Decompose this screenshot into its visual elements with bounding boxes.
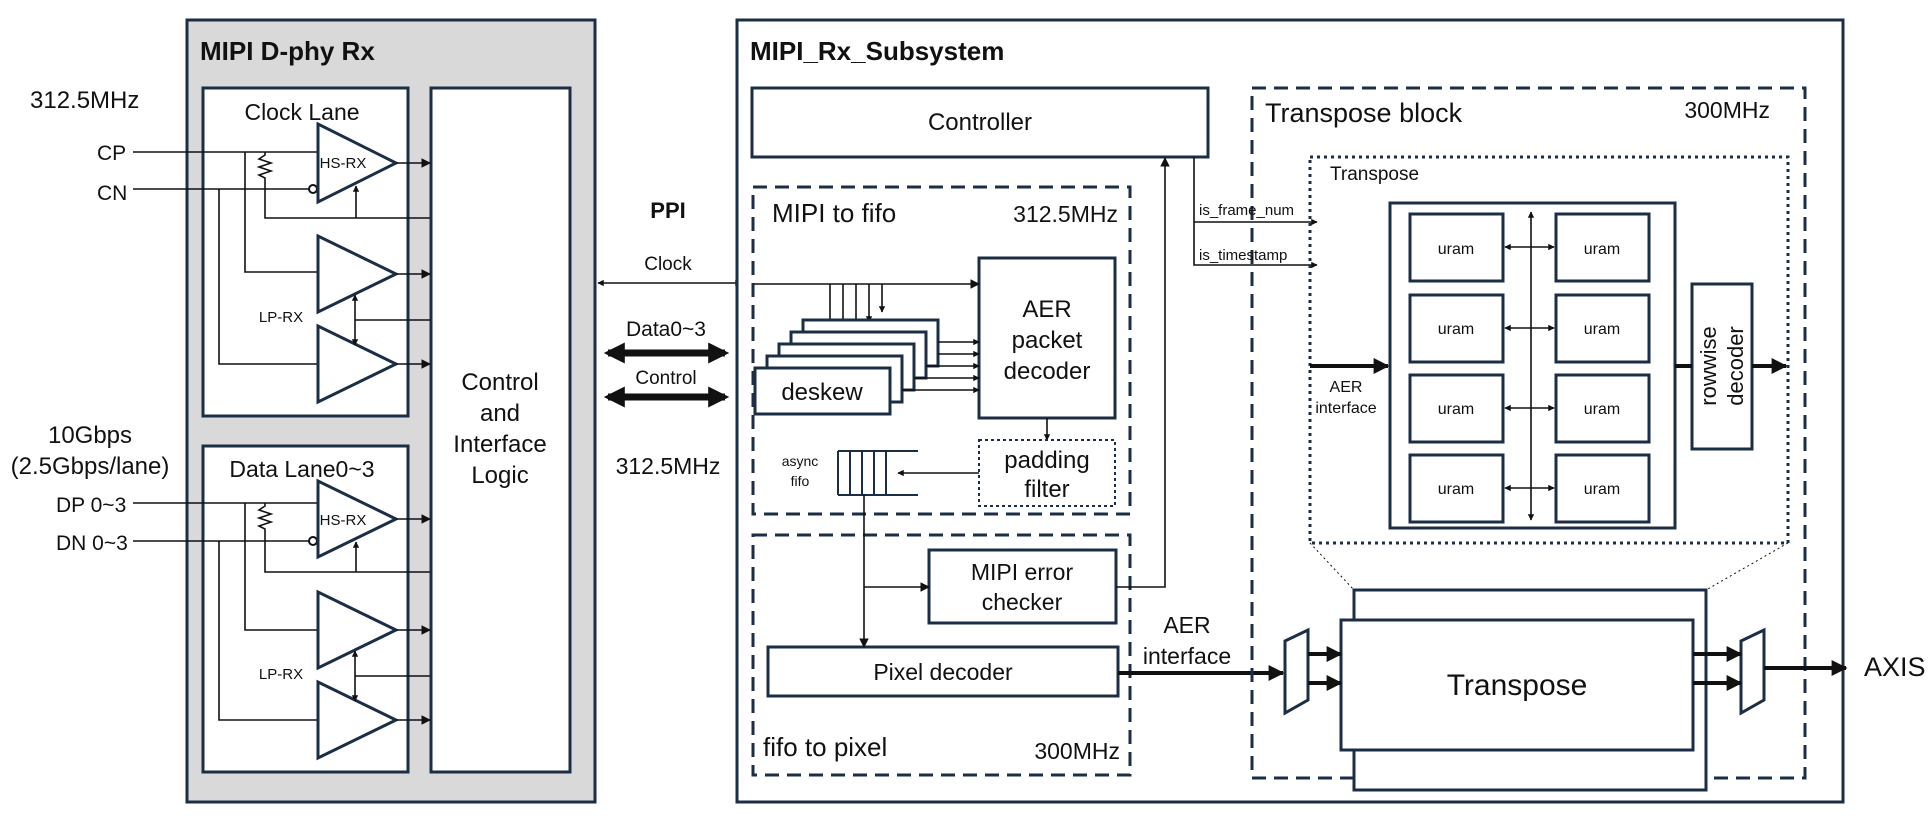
cn-label: CN	[97, 182, 127, 205]
data-lane-label: Data Lane0~3	[229, 456, 374, 482]
dphy-rx-panel: MIPI D-phy Rx Clock Lane Data Lane0~3 Co…	[185, 18, 597, 804]
async-fifo-label-2: fifo	[791, 473, 810, 489]
data-hs-rx-label: HS-RX	[320, 512, 367, 529]
uram-label: uram	[1438, 321, 1474, 338]
data-lp-rx-label: LP-RX	[259, 666, 303, 683]
uram-label: uram	[1584, 481, 1620, 498]
data-rate-label: 10Gbps	[48, 422, 132, 449]
data-lane-circuit: HS-RX LP-RX	[133, 478, 431, 761]
clock-lane-circuit: HS-RX LP-RX	[133, 121, 431, 405]
transpose-main-label: Transpose	[1447, 669, 1588, 702]
uram-label: uram	[1438, 401, 1474, 418]
aer-decoder-line-1: AER	[1022, 296, 1071, 323]
async-fifo-icon	[837, 450, 918, 496]
clock-hs-rx-amp	[316, 121, 400, 205]
uram-label: uram	[1438, 481, 1474, 498]
ppi-interface: PPI Clock Data0~3 Control 312.5MHz	[597, 198, 742, 479]
uram-cell	[1408, 373, 1505, 444]
data-rate-sub-label: (2.5Gbps/lane)	[11, 453, 170, 480]
mipi-to-fifo-region	[751, 185, 1132, 516]
uram-label: uram	[1584, 321, 1620, 338]
ppi-control-label: Control	[635, 368, 696, 389]
controller-box	[750, 86, 1210, 159]
aer-decoder-line-3: decoder	[1004, 358, 1091, 385]
padding-filter-line-1: padding	[1004, 447, 1089, 474]
decoder-label: decoder	[1723, 326, 1748, 406]
control-logic-line-4: Logic	[471, 462, 528, 489]
ppi-title: PPI	[650, 198, 685, 223]
uram-label: uram	[1584, 241, 1620, 258]
clock-freq-label: 312.5MHz	[30, 87, 139, 114]
control-logic-box	[429, 86, 572, 774]
ppi-freq-label: 312.5MHz	[616, 453, 721, 479]
aer-interface-line-1: AER	[1163, 612, 1210, 638]
axis-label: AXIS	[1864, 652, 1926, 682]
deskew-box	[753, 366, 892, 416]
uram-cell	[1554, 293, 1651, 364]
transpose-block-freq: 300MHz	[1684, 97, 1770, 123]
is-timestamp-label: is_timestamp	[1199, 247, 1287, 264]
is-frame-num-label: is_frame_num	[1199, 202, 1294, 219]
controller-label: Controller	[928, 109, 1032, 136]
inner-aer-interface-line-2: interface	[1315, 400, 1376, 417]
transpose-detail-region	[1308, 155, 1790, 545]
uram-cell	[1554, 373, 1651, 444]
pixel-decoder-box	[766, 645, 1120, 698]
pixel-decoder-label: Pixel decoder	[873, 659, 1013, 685]
control-logic-line-3: Interface	[453, 431, 546, 458]
rowwise-label: rowwise	[1696, 326, 1721, 405]
error-checker-line-1: MIPI error	[971, 559, 1074, 585]
error-checker-line-2: checker	[982, 589, 1063, 615]
fifo-to-pixel-freq: 300MHz	[1034, 738, 1120, 764]
padding-filter-line-2: filter	[1024, 476, 1069, 503]
padding-filter-box	[978, 439, 1116, 507]
dp-label: DP 0~3	[56, 494, 126, 517]
data-lp-rx-amp-1	[316, 589, 400, 671]
control-logic-line-1: Control	[461, 369, 538, 396]
clock-lp-rx-amp-1	[316, 233, 400, 315]
ppi-clock-label: Clock	[644, 254, 692, 275]
fifo-to-pixel-region	[751, 533, 1132, 777]
rx-subsystem-title: MIPI_Rx_Subsystem	[750, 36, 1004, 66]
aer-decoder-box	[977, 256, 1117, 420]
clock-hs-rx-label: HS-RX	[320, 155, 367, 172]
inner-aer-interface-line-1: AER	[1330, 379, 1363, 396]
fifo-to-pixel-title: fifo to pixel	[763, 732, 887, 762]
data-hs-rx-amp	[316, 478, 400, 560]
uram-grid: uram uram uram uram uram uram uram uram	[1408, 212, 1651, 524]
transpose-detail-title: Transpose	[1330, 164, 1419, 185]
async-fifo-label-1: async	[782, 453, 819, 469]
uram-label: uram	[1584, 401, 1620, 418]
mipi-to-fifo-freq: 312.5MHz	[1013, 201, 1118, 227]
aer-interface-line-2: interface	[1143, 643, 1231, 669]
transpose-block: Transpose block 300MHz is_frame_num is_t…	[1193, 86, 1848, 792]
clock-lane-label: Clock Lane	[244, 99, 359, 125]
deskew-label: deskew	[781, 379, 863, 406]
dphy-rx-title: MIPI D-phy Rx	[200, 36, 375, 66]
uram-label: uram	[1438, 241, 1474, 258]
dn-label: DN 0~3	[56, 532, 128, 555]
uram-cell	[1408, 293, 1505, 364]
input-mux	[1283, 627, 1310, 716]
cp-label: CP	[97, 142, 126, 165]
aer-decoder-line-2: packet	[1012, 327, 1083, 354]
clock-lp-rx-label: LP-RX	[259, 309, 303, 326]
rx-subsystem: MIPI_Rx_Subsystem Controller MIPI to fif…	[735, 18, 1845, 804]
ppi-data-label: Data0~3	[626, 318, 706, 341]
uram-cell	[1554, 453, 1651, 524]
control-logic-line-2: and	[480, 400, 520, 427]
uram-cell	[1554, 212, 1651, 283]
transpose-block-title: Transpose block	[1265, 98, 1463, 128]
uram-cell	[1408, 453, 1505, 524]
uram-cell	[1408, 212, 1505, 283]
mipi-to-fifo-title: MIPI to fifo	[772, 198, 896, 228]
output-mux	[1739, 627, 1766, 716]
